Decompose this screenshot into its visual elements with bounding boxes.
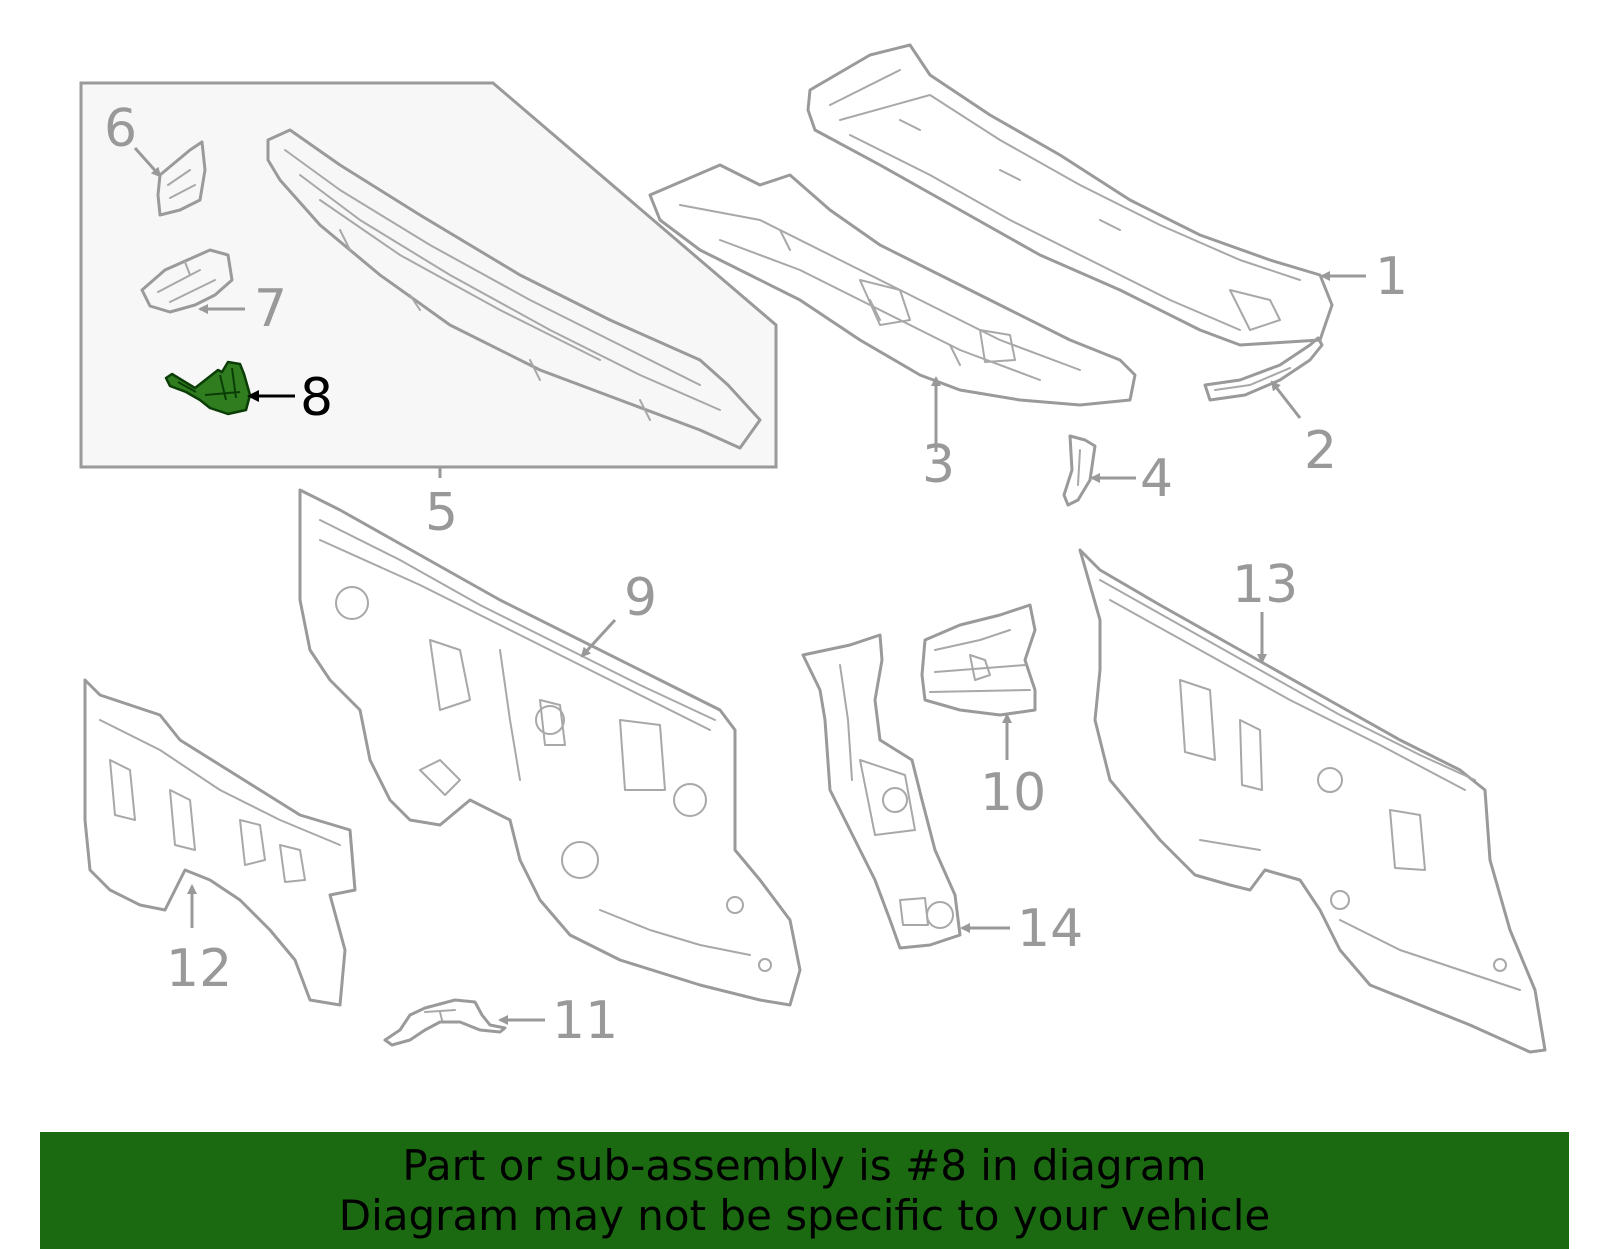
part-2-seal-strip[interactable] — [1203, 336, 1324, 402]
callout-label-8: 8 — [300, 368, 333, 428]
callout-label-14: 14 — [1017, 899, 1083, 959]
part-5-cowl-reinforcement[interactable] — [266, 128, 762, 450]
part-7-bracket[interactable] — [140, 248, 234, 314]
part-8-highlighted-bracket[interactable] — [164, 360, 252, 416]
part-11-bracket[interactable] — [383, 998, 507, 1047]
part-10-bracket[interactable] — [920, 603, 1037, 717]
part-3-cowl-lower-panel[interactable] — [648, 163, 1137, 407]
part-4-brace[interactable] — [1062, 434, 1097, 507]
callout-label-3: 3 — [922, 435, 955, 495]
info-banner: Part or sub-assembly is #8 in diagram Di… — [40, 1132, 1569, 1249]
banner-line-disclaimer: Diagram may not be specific to your vehi… — [338, 1190, 1271, 1240]
callout-label-7: 7 — [254, 279, 287, 339]
callout-label-2: 2 — [1304, 421, 1337, 481]
banner-line-part-number: Part or sub-assembly is #8 in diagram — [402, 1140, 1207, 1190]
callout-label-4: 4 — [1140, 449, 1173, 509]
callout-label-12: 12 — [166, 939, 232, 999]
callout-label-9: 9 — [624, 568, 657, 628]
inset-box — [79, 81, 778, 469]
callout-label-1: 1 — [1375, 247, 1408, 307]
callout-label-13: 13 — [1232, 555, 1298, 615]
part-6-bracket[interactable] — [156, 140, 207, 217]
part-9-dash-panel[interactable] — [298, 488, 802, 1007]
callout-label-10: 10 — [980, 763, 1046, 823]
part-1-cowl-top-panel[interactable] — [806, 43, 1334, 347]
callout-label-11: 11 — [552, 991, 618, 1051]
part-12-insulator[interactable] — [83, 678, 357, 1007]
callout-label-5: 5 — [425, 483, 458, 543]
callout-label-6: 6 — [104, 99, 137, 159]
part-13-dash-panel[interactable] — [1078, 548, 1547, 1054]
part-14-pillar-brace[interactable] — [801, 633, 962, 950]
